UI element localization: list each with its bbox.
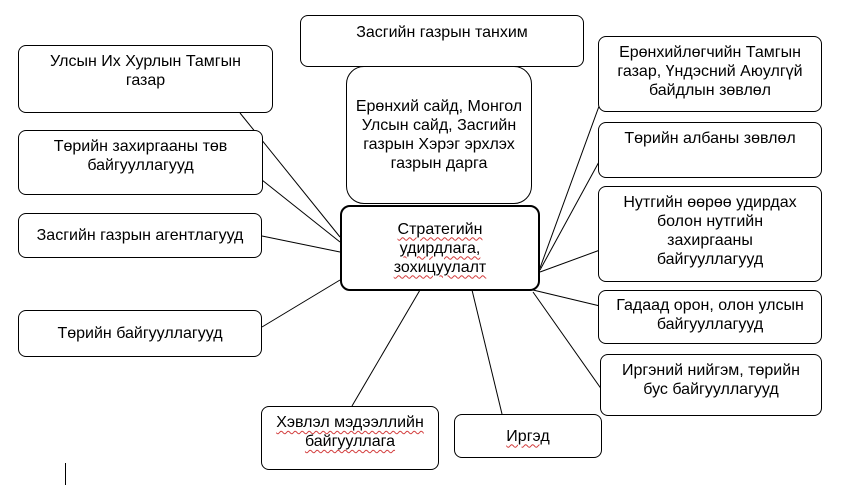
link-foreign-intl: [532, 289, 601, 307]
node-cabinet-hall: Засгийн газрын танхим: [300, 15, 584, 67]
link-state-orgs: [261, 279, 341, 328]
node-strategic-management: Стратегийн удирдлага, зохицуулалт: [340, 205, 540, 291]
node-leadership-text: Ерөнхий сайд, Монгол Улсын сайд, Засгийн…: [355, 98, 523, 172]
text-cursor: [65, 463, 66, 485]
link-local-gov: [539, 249, 601, 273]
node-president-office-text: Ерөнхийлөгчийн Тамгын газар, Үндэсний Аю…: [617, 44, 803, 99]
node-local-gov: Нутгийн өөрөө удирдах болон нутгийн захи…: [598, 186, 822, 282]
node-civil-society: Иргэний нийгэм, төрийн бус байгууллагууд: [600, 354, 822, 416]
node-state-orgs: Төрийн байгууллагууд: [18, 310, 262, 357]
node-president-office: Ерөнхийлөгчийн Тамгын газар, Үндэсний Аю…: [598, 36, 822, 112]
node-civil-service-council-text: Төрийн албаны зөвлөл: [624, 130, 796, 147]
link-civil-society: [532, 291, 603, 391]
link-civil-service-council: [539, 159, 601, 271]
node-central-admin: Төрийн захиргааны төв байгууллагууд: [18, 130, 263, 195]
node-gov-agencies-text: Засгийн газрын агентлагууд: [36, 227, 244, 244]
node-civil-society-text: Иргэний нийгэм, төрийн бус байгууллагууд: [622, 362, 800, 398]
node-parliament-secretariat-text: Улсын Их Хурлын Тамгын газар: [50, 53, 241, 89]
node-gov-agencies: Засгийн газрын агентлагууд: [18, 213, 262, 258]
link-gov-agencies: [261, 235, 341, 253]
node-parliament-secretariat: Улсын Их Хурлын Тамгын газар: [18, 45, 273, 113]
node-state-orgs-text: Төрийн байгууллагууд: [57, 325, 223, 342]
node-civil-service-council: Төрийн албаны зөвлөл: [598, 122, 822, 178]
node-citizens: Иргэд: [454, 414, 602, 458]
node-foreign-intl: Гадаад орон, олон улсын байгууллагууд: [598, 290, 822, 344]
link-president-office: [539, 97, 603, 269]
node-central-admin-text: Төрийн захиргааны төв байгууллагууд: [53, 138, 228, 174]
node-media: Хэвлэл мэдээллийн байгууллага: [261, 406, 439, 470]
node-media-text: Хэвлэл мэдээллийн байгууллага: [276, 414, 424, 450]
link-citizens: [471, 289, 503, 415]
node-citizens-text: Иргэд: [506, 427, 550, 445]
node-cabinet-hall-text: Засгийн газрын танхим: [356, 24, 528, 41]
node-leadership: Ерөнхий сайд, Монгол Улсын сайд, Засгийн…: [346, 66, 532, 204]
link-media: [351, 289, 421, 407]
link-central-admin: [261, 179, 341, 243]
node-strategic-management-text: Стратегийн удирдлага, зохицуулалт: [393, 220, 487, 276]
node-local-gov-text: Нутгийн өөрөө удирдах болон нутгийн захи…: [623, 194, 797, 268]
node-foreign-intl-text: Гадаад орон, олон улсын байгууллагууд: [616, 297, 804, 333]
